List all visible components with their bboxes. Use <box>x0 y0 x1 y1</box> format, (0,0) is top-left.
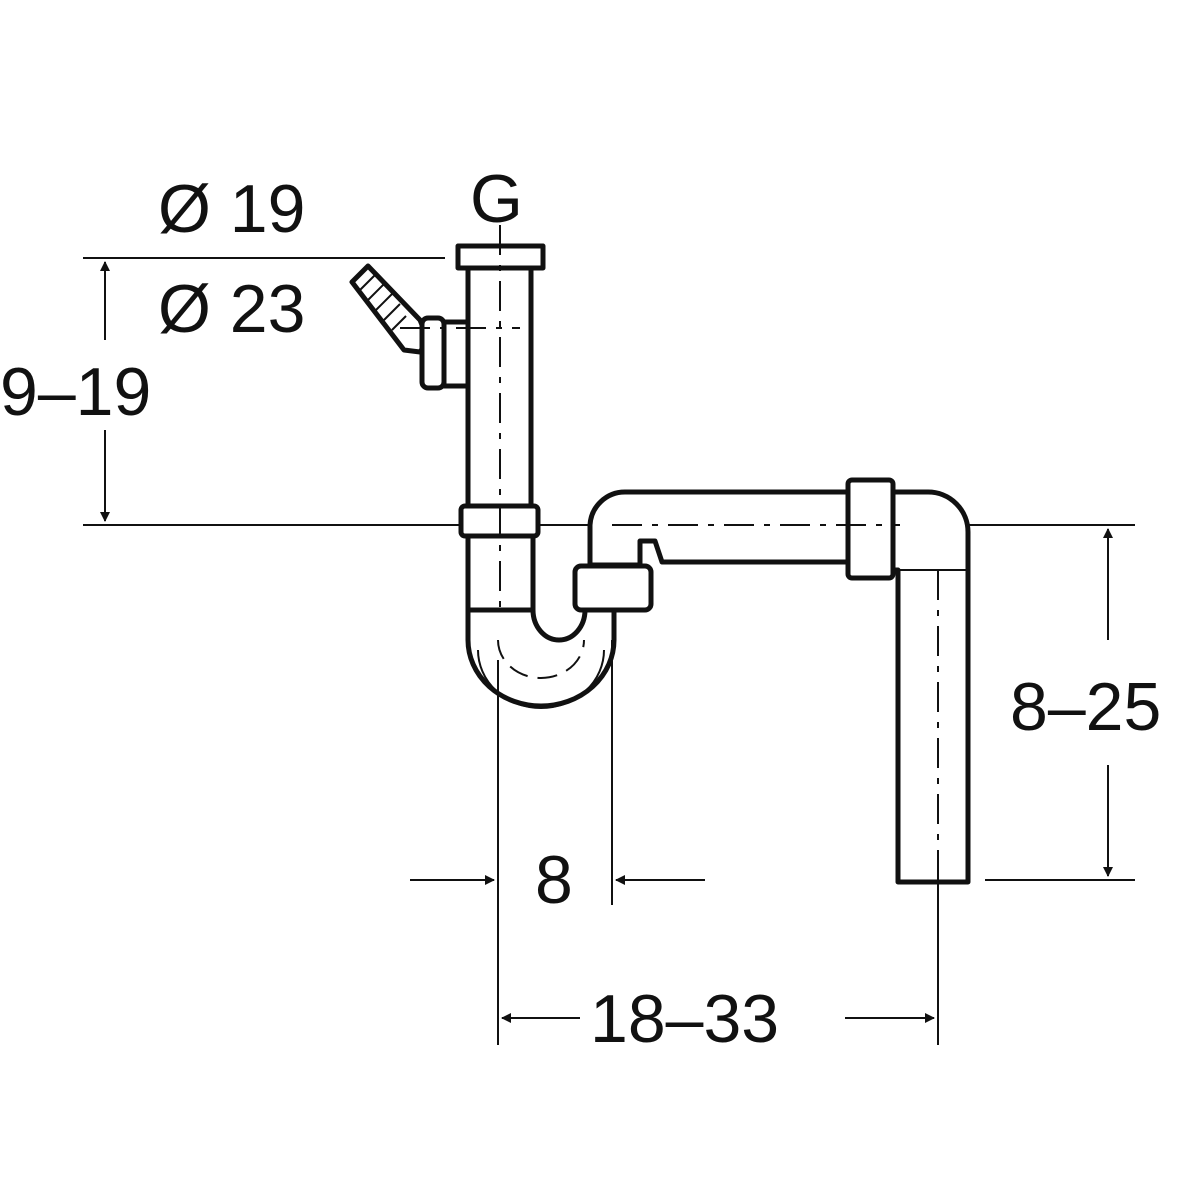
extension-lines <box>497 640 939 1045</box>
outlet-elbow-pipe <box>890 489 971 885</box>
outlet-arm <box>572 477 896 613</box>
hose-diameter-small-label: Ø 19 <box>158 171 305 247</box>
outlet-offset-label: 18–33 <box>590 981 779 1057</box>
trap-bend <box>465 607 617 709</box>
inlet-height-label: 9–19 <box>0 354 151 430</box>
outlet-drop-label: 8–25 <box>1010 669 1161 745</box>
dimension-arrows <box>100 261 1113 1023</box>
hose-diameter-large-label: Ø 23 <box>158 271 305 347</box>
trap-width-label: 8 <box>535 842 573 918</box>
centre-lines <box>400 225 939 882</box>
connection-label: G <box>470 161 523 237</box>
